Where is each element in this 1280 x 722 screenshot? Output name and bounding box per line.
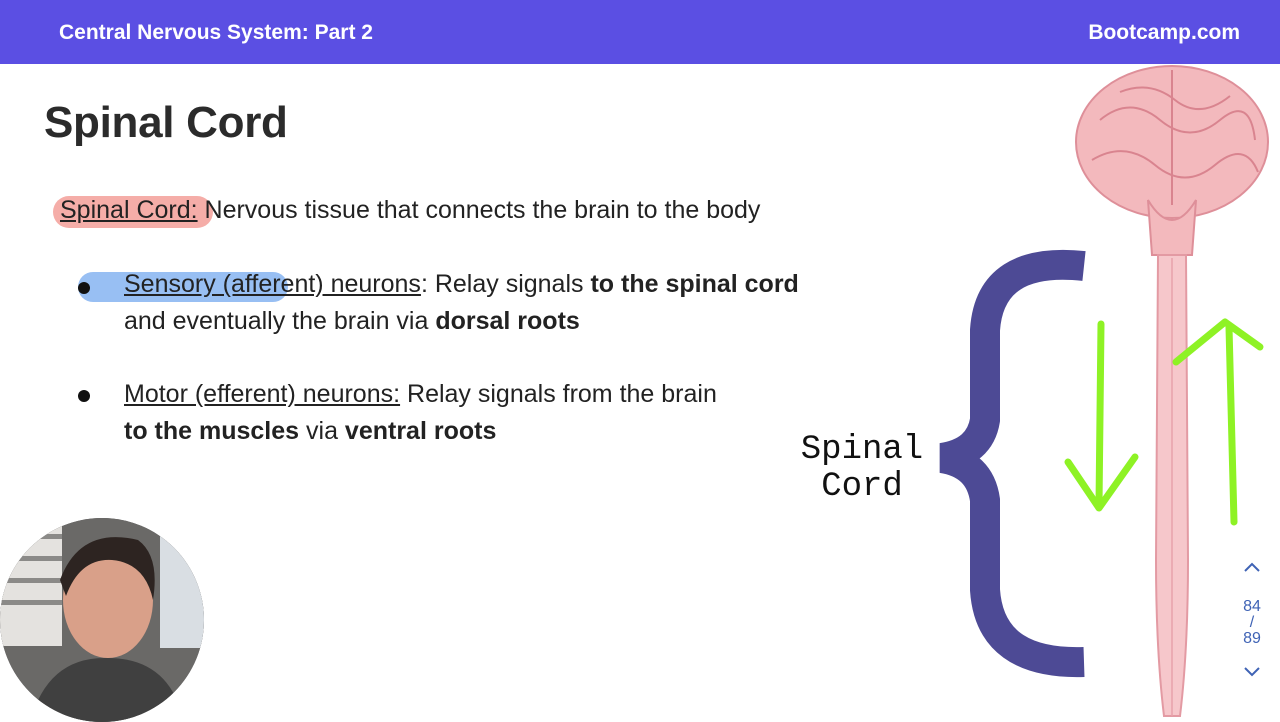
- sensory-bold-destination: to the spinal cord: [590, 270, 799, 298]
- blue-highlight: [78, 272, 288, 302]
- sensory-term: Sensory (afferent) neurons: [124, 270, 421, 298]
- definition-text: Nervous tissue that connects the brain t…: [197, 196, 761, 224]
- current-slide-number: 84: [1243, 598, 1261, 615]
- down-arrow-icon: [1064, 320, 1139, 512]
- motor-bold-destination: to the muscles: [124, 417, 300, 445]
- diagram-label-line1: Spinal: [801, 431, 923, 469]
- bullet-motor: Motor (efferent) neurons: Relay signals …: [124, 376, 717, 450]
- slide-number-separator: /: [1249, 614, 1255, 631]
- slide-header: Central Nervous System: Part 2 Bootcamp.…: [0, 0, 1280, 64]
- brand-logo-text[interactable]: Bootcamp.com: [1088, 21, 1240, 44]
- slide-pager: 84 / 89: [1232, 560, 1272, 683]
- spinal-cord-shape: [1154, 254, 1190, 717]
- motor-text: Relay signals from the brain: [400, 380, 717, 408]
- sensory-bold-roots: dorsal roots: [435, 307, 580, 335]
- header-title: Central Nervous System: Part 2: [59, 21, 373, 44]
- definition-term: Spinal Cord:: [60, 196, 198, 224]
- motor-term: Motor (efferent) neurons:: [124, 380, 401, 408]
- up-arrow-icon: [1172, 318, 1264, 526]
- total-slide-count: 89: [1243, 630, 1261, 647]
- sensory-text-2: and eventually the brain via: [124, 307, 436, 335]
- presenter-icon: [0, 518, 204, 722]
- bullet-dot: [78, 390, 90, 402]
- brain-icon: [1075, 65, 1269, 256]
- webcam-video: [0, 518, 204, 722]
- bullet-sensory: Sensory (afferent) neurons: Relay signal…: [124, 266, 799, 340]
- bullet-dot: [78, 282, 90, 294]
- curly-brace-icon: [938, 249, 1086, 678]
- sensory-text: : Relay signals: [420, 270, 591, 298]
- chevron-down-icon[interactable]: [1243, 666, 1261, 678]
- red-highlight: [53, 196, 213, 228]
- chevron-up-icon[interactable]: [1243, 561, 1261, 573]
- motor-bold-roots: ventral roots: [344, 417, 497, 445]
- motor-text-2: via: [299, 417, 345, 445]
- diagram-label-line2: Cord: [821, 468, 903, 506]
- slide-title: Spinal Cord: [44, 98, 288, 147]
- definition-line: Spinal Cord: Nervous tissue that connect…: [60, 196, 760, 225]
